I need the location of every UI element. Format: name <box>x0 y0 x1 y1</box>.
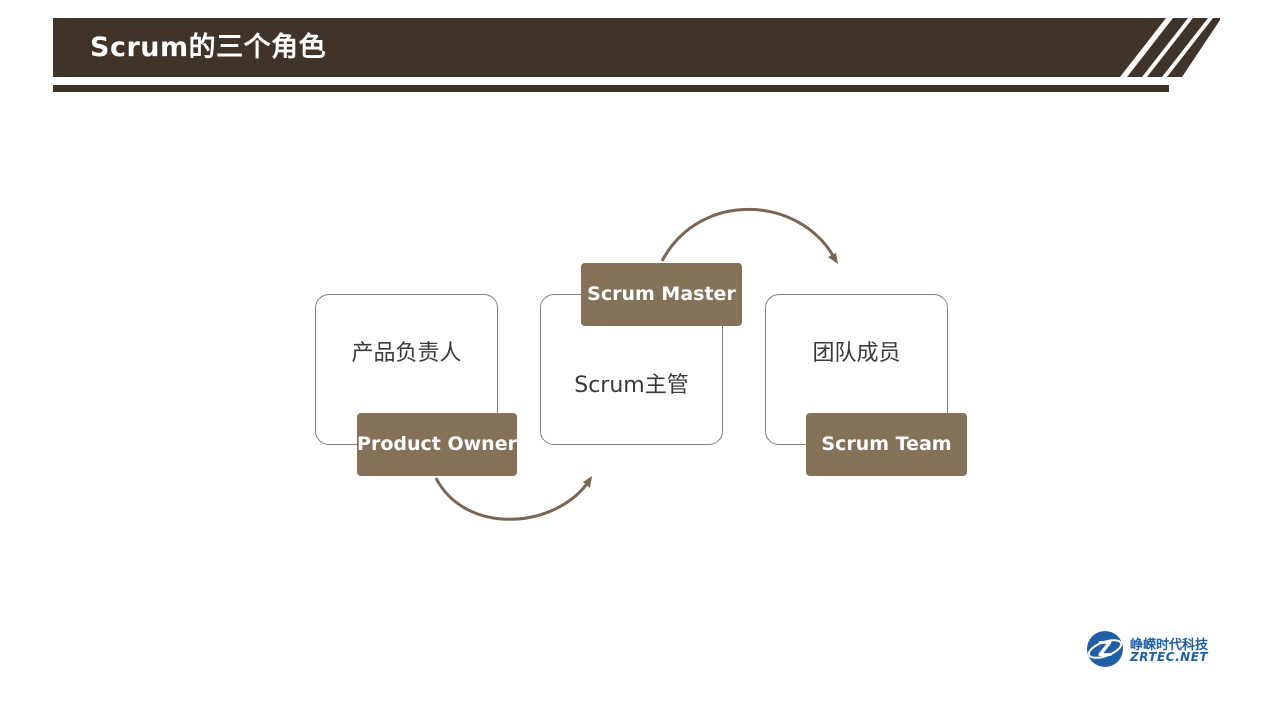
arrow-top-head <box>828 253 838 264</box>
title-bar <box>53 18 1220 77</box>
company-logo: Z 峥嵘时代科技 ZRTEC.NET <box>1086 628 1226 672</box>
role-card-scrum-master-chinese: Scrum主管 <box>574 373 689 398</box>
role-label-product-owner: Product Owner <box>357 413 517 476</box>
page-title: Scrum的三个角色 <box>90 32 327 63</box>
logo-z-icon: Z <box>1087 631 1123 667</box>
arrow-bottom <box>434 477 591 521</box>
logo-english-text: ZRTEC.NET <box>1130 650 1209 664</box>
role-card-product-owner-chinese: 产品负责人 <box>351 341 462 366</box>
logo-chinese-text: 峥嵘时代科技 <box>1130 638 1209 653</box>
role-label-scrum-team: Scrum Team <box>806 413 967 476</box>
title-underline <box>53 85 1169 92</box>
title-bar-fill <box>53 18 1166 77</box>
arrow-bottom-head <box>583 476 592 488</box>
svg-text:Z: Z <box>1098 637 1113 661</box>
role-card-scrum-team-chinese: 团队成员 <box>812 341 901 366</box>
arrow-top <box>660 207 837 262</box>
title-stripe-3 <box>1167 18 1220 77</box>
title-stripe-2 <box>1147 18 1208 77</box>
role-label-scrum-master: Scrum Master <box>581 263 742 326</box>
title-stripe-1 <box>1127 18 1188 77</box>
